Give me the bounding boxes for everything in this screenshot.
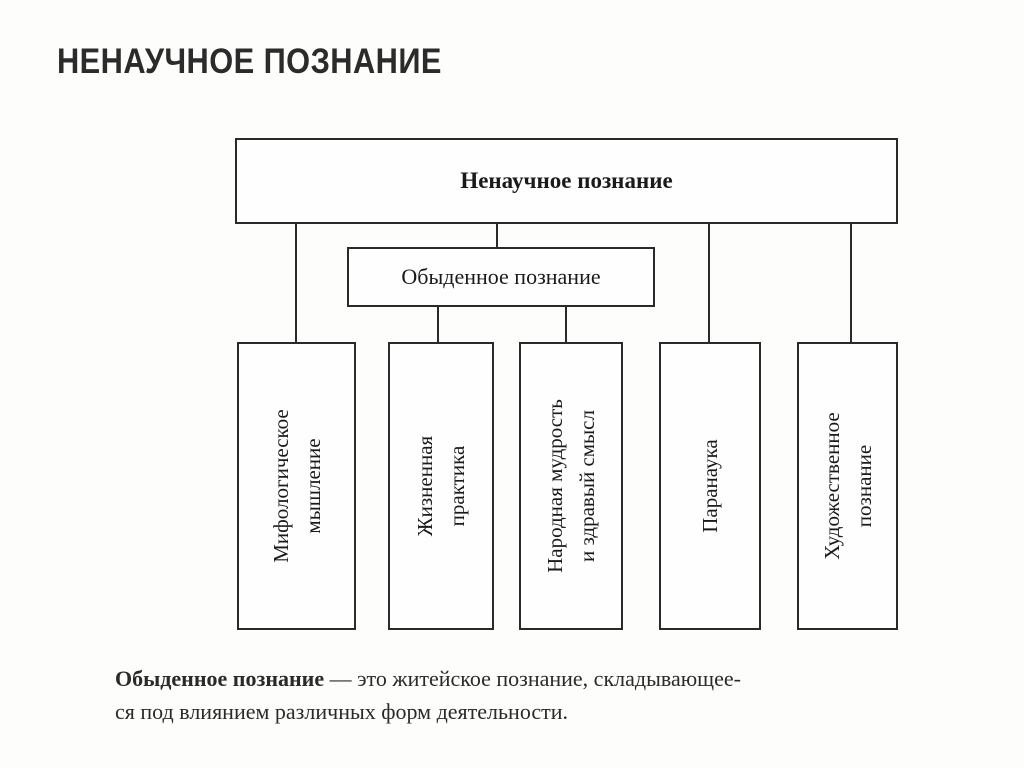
leaf-mythological-thinking-label: Мифологическое мышление	[268, 409, 325, 563]
leaf-folk-wisdom-label: Народная мудрость и здравый смысл	[543, 399, 599, 573]
caption-line-2: ся под влиянием различных форм деятельно…	[115, 699, 569, 724]
definition-caption: Обыденное познание — это житейское позна…	[115, 662, 935, 728]
root-node: Ненаучное познание	[235, 138, 898, 224]
leaf-mythological-thinking: Мифологическое мышление	[237, 342, 356, 630]
leaf-life-practice-label: Жизненная практика	[413, 435, 469, 537]
leaf-artistic-knowledge-label: Художественное познание	[819, 412, 876, 560]
leaf-life-practice: Жизненная практика	[388, 342, 494, 630]
everyday-knowledge-node: Обыденное познание	[347, 247, 655, 307]
leaf-folk-wisdom: Народная мудрость и здравый смысл	[519, 342, 623, 630]
everyday-knowledge-label: Обыденное познание	[401, 264, 601, 289]
caption-term: Обыденное познание	[115, 666, 325, 691]
caption-line-1: Обыденное познание — это житейское позна…	[115, 662, 935, 695]
leaf-parascience: Паранаука	[659, 342, 761, 630]
root-node-label: Ненаучное познание	[460, 168, 673, 193]
leaf-parascience-label: Паранаука	[698, 439, 722, 533]
caption-definition-part1: — это житейское познание, складывающее-	[324, 666, 741, 691]
page-title: НЕНАУЧНОЕ ПОЗНАНИЕ	[57, 42, 442, 81]
leaf-artistic-knowledge: Художественное познание	[797, 342, 898, 630]
